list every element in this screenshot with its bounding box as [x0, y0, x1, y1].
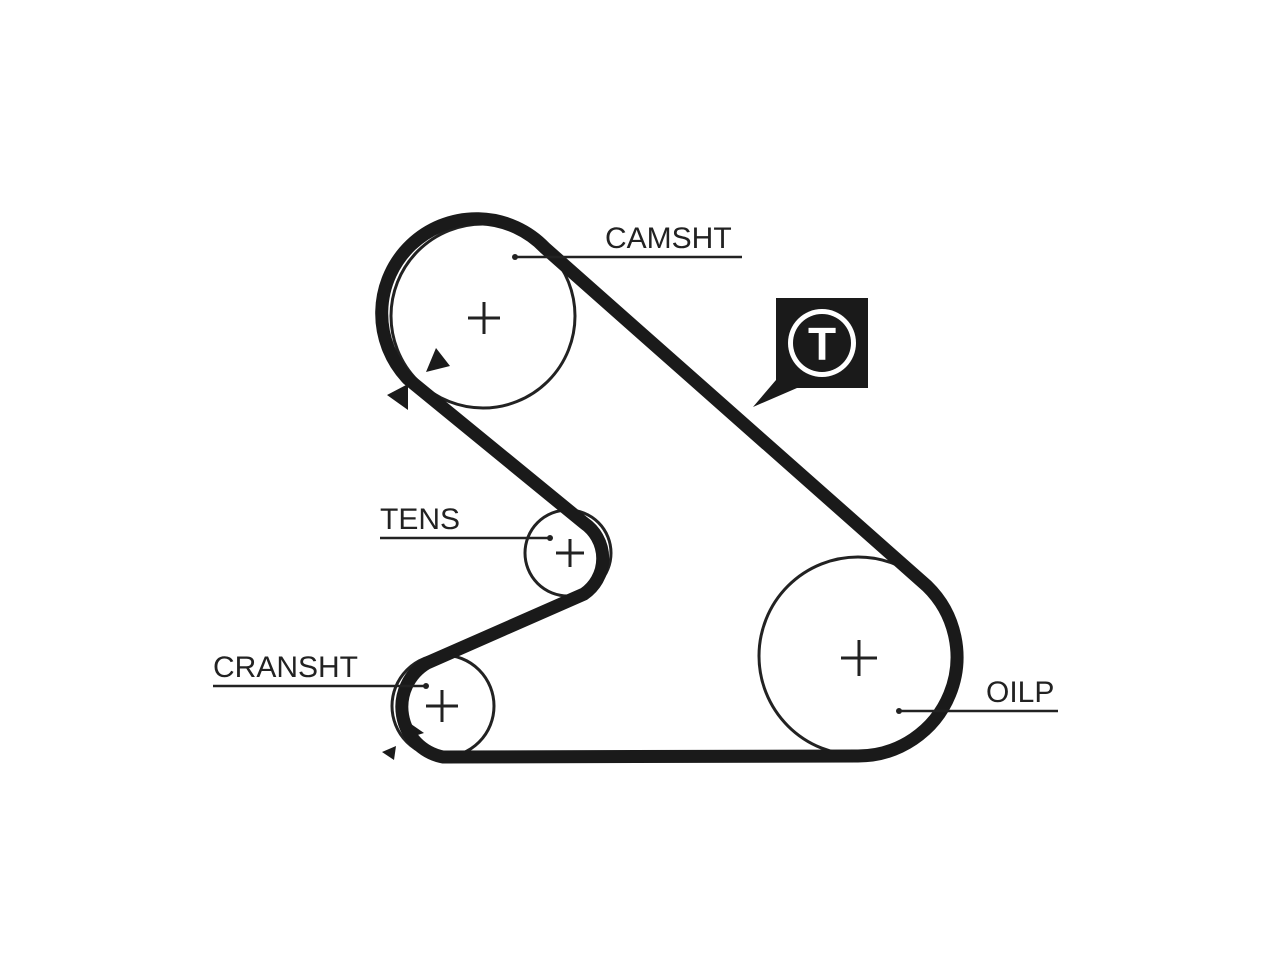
tensioner-leader	[380, 535, 553, 541]
timing-belt	[375, 212, 964, 764]
crankshaft-timing-mark-inner	[408, 724, 424, 738]
camshaft-leader	[512, 254, 742, 260]
oil-pump-leader	[896, 708, 1058, 714]
camshaft-label: CAMSHT	[605, 222, 732, 255]
oil-pump-label: OILP	[986, 676, 1054, 709]
tensioner-badge: T	[753, 298, 868, 407]
camshaft-timing-mark-outer	[387, 384, 408, 410]
tensioner-label: TENS	[380, 503, 460, 536]
tensioner-center-mark	[556, 539, 584, 567]
crankshaft-timing-mark-outer	[382, 746, 396, 760]
crankshaft-leader	[213, 683, 429, 689]
crankshaft-center-mark	[426, 690, 458, 722]
camshaft-center-mark	[468, 302, 500, 334]
camshaft-timing-mark-inner	[426, 348, 450, 372]
crankshaft-label: CRANSHT	[213, 651, 358, 684]
oil-pump-center-mark	[841, 640, 877, 676]
tensioner-badge-letter: T	[808, 318, 836, 370]
